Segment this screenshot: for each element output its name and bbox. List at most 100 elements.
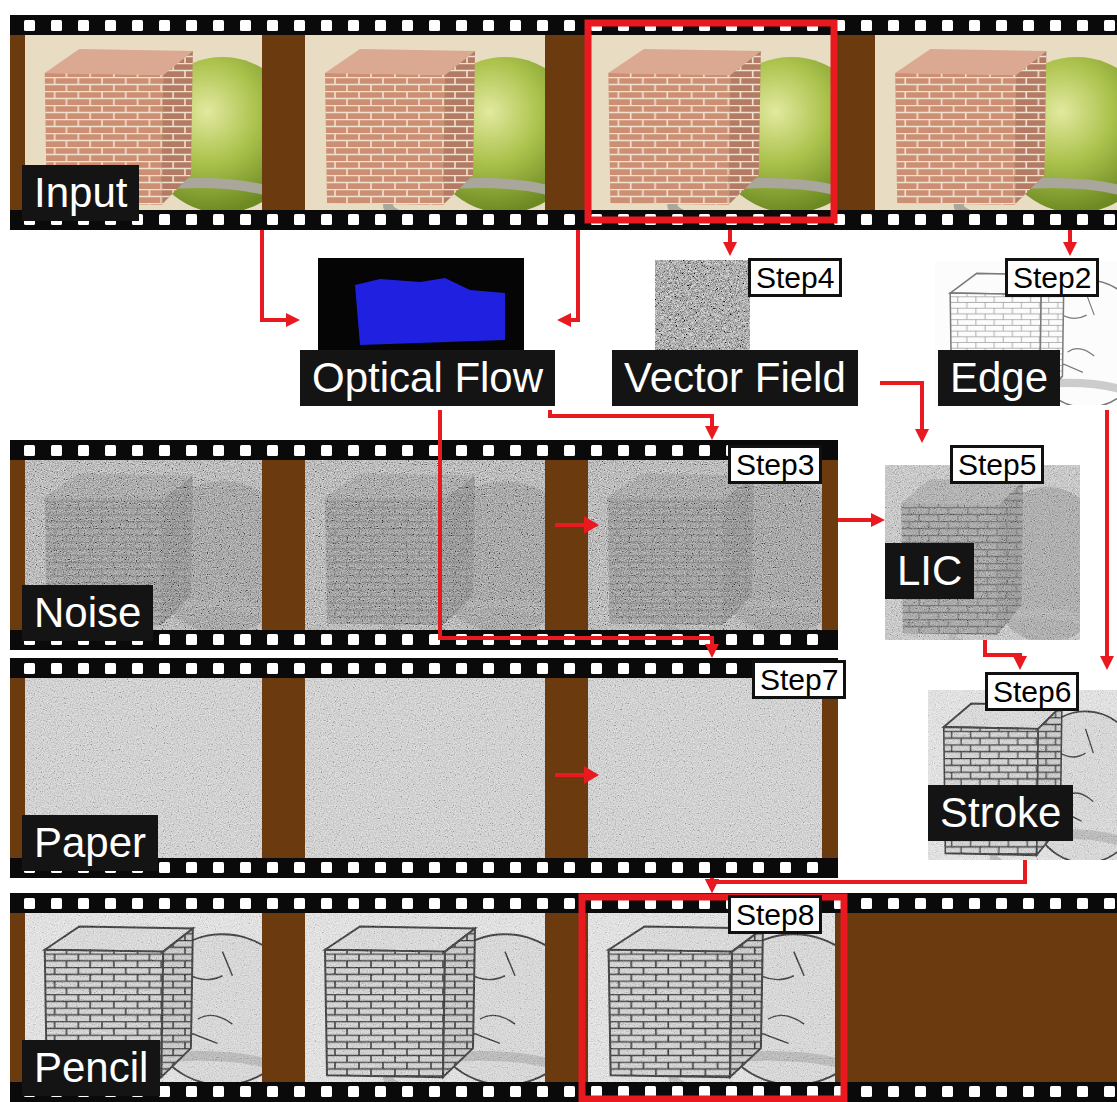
sprocket-hole <box>105 20 116 31</box>
stage-label: Edge <box>938 350 1060 406</box>
sprocket-hole <box>267 862 278 873</box>
stage-panel: Optical Flow <box>300 256 557 410</box>
sprocket-hole <box>429 862 440 873</box>
cube-side-bricks <box>161 51 193 205</box>
frame-image <box>885 465 1080 640</box>
sprocket-hole <box>294 898 305 909</box>
sprocket-hole <box>483 20 494 31</box>
step-label: Step5 <box>950 445 1044 484</box>
sprocket-hole <box>213 20 224 31</box>
sprocket-hole <box>456 862 467 873</box>
flow-region <box>355 278 505 345</box>
sprocket-hole <box>753 862 764 873</box>
sprocket-hole <box>375 862 386 873</box>
sprocket-hole <box>240 20 251 31</box>
step-label: Step8 <box>728 895 822 934</box>
frame-scene <box>928 690 1117 860</box>
sprocket-hole <box>1023 1086 1034 1097</box>
sprocket-hole <box>159 445 170 456</box>
sprocket-hole <box>699 663 710 674</box>
sprocket-hole <box>861 898 872 909</box>
sprocket-hole <box>1077 1086 1088 1097</box>
sprocket-hole <box>1050 898 1061 909</box>
flow-arrow <box>712 860 1025 885</box>
sprocket-hole <box>1104 214 1115 225</box>
noise-grain <box>305 913 545 1082</box>
sprocket-hole <box>51 898 62 909</box>
sprocket-hole <box>159 1086 170 1097</box>
sprocket-hole <box>915 20 926 31</box>
sprocket-hole <box>591 862 602 873</box>
sprocket-hole <box>888 898 899 909</box>
sprocket-hole <box>699 445 710 456</box>
frame-image <box>655 260 750 350</box>
sprocket-hole <box>186 445 197 456</box>
sprocket-hole <box>267 1086 278 1097</box>
sprocket-hole <box>321 445 332 456</box>
sprocket-hole <box>375 898 386 909</box>
frame-scene <box>588 678 822 858</box>
cube-bricks <box>325 73 445 205</box>
cube-front <box>325 73 445 205</box>
sprocket-hole <box>780 634 791 645</box>
sprocket-hole <box>294 1086 305 1097</box>
sprocket-hole <box>618 663 629 674</box>
sprocket-hole <box>240 898 251 909</box>
frame-scene <box>305 678 545 858</box>
sprocket-hole <box>321 862 332 873</box>
sprocket-hole <box>564 898 575 909</box>
sprocket-hole <box>510 1086 521 1097</box>
sprocket-hole <box>402 445 413 456</box>
sprocket-hole <box>348 20 359 31</box>
sprocket-hole <box>510 214 521 225</box>
sprocket-hole <box>1050 1086 1061 1097</box>
sprocket-hole <box>942 1086 953 1097</box>
sprocket-hole <box>537 20 548 31</box>
sprocket-hole <box>375 663 386 674</box>
sprocket-hole <box>510 862 521 873</box>
sprocket-hole <box>78 898 89 909</box>
sprocket-hole <box>375 634 386 645</box>
stage-panel: Step5LIC <box>885 443 1080 640</box>
frame-image <box>588 913 835 1082</box>
sprocket-hole <box>564 20 575 31</box>
sprocket-hole <box>186 214 197 225</box>
sprocket-hole <box>888 20 899 31</box>
frame-ground <box>928 690 1117 860</box>
flow-arrow <box>880 383 922 435</box>
sprocket-hole <box>429 1086 440 1097</box>
sprocket-hole <box>159 20 170 31</box>
noise-grain <box>588 678 822 858</box>
flow-arrow <box>550 410 712 432</box>
sprocket-hole <box>780 1086 791 1097</box>
frame-image <box>588 460 822 630</box>
frame-arrow <box>555 773 586 777</box>
sprocket-hole <box>429 214 440 225</box>
sprocket-hole <box>213 634 224 645</box>
sprocket-hole <box>186 898 197 909</box>
sprocket-hole <box>915 214 926 225</box>
sprocket-hole <box>537 214 548 225</box>
sprocket-hole <box>294 663 305 674</box>
step-label: Step3 <box>728 445 822 484</box>
sprocket-hole <box>699 1086 710 1097</box>
sprocket-hole <box>996 214 1007 225</box>
film-gap <box>10 35 1117 210</box>
sprocket-hole <box>537 1086 548 1097</box>
cube-side <box>161 51 193 205</box>
sprocket-hole <box>240 445 251 456</box>
stage-label: Input <box>22 165 139 221</box>
sprocket-hole <box>726 862 737 873</box>
sprocket-hole <box>483 445 494 456</box>
sprocket-hole <box>240 634 251 645</box>
sprocket-hole <box>294 634 305 645</box>
sprocket-hole <box>969 898 980 909</box>
sprocket-hole <box>672 862 683 873</box>
sprocket-hole <box>375 20 386 31</box>
film-band <box>10 658 838 878</box>
film-strip: Step3Noise <box>10 440 838 650</box>
film-band <box>10 15 1117 230</box>
frame-scene <box>885 465 1080 640</box>
sprocket-hole <box>645 862 656 873</box>
sprocket-hole <box>996 1086 1007 1097</box>
